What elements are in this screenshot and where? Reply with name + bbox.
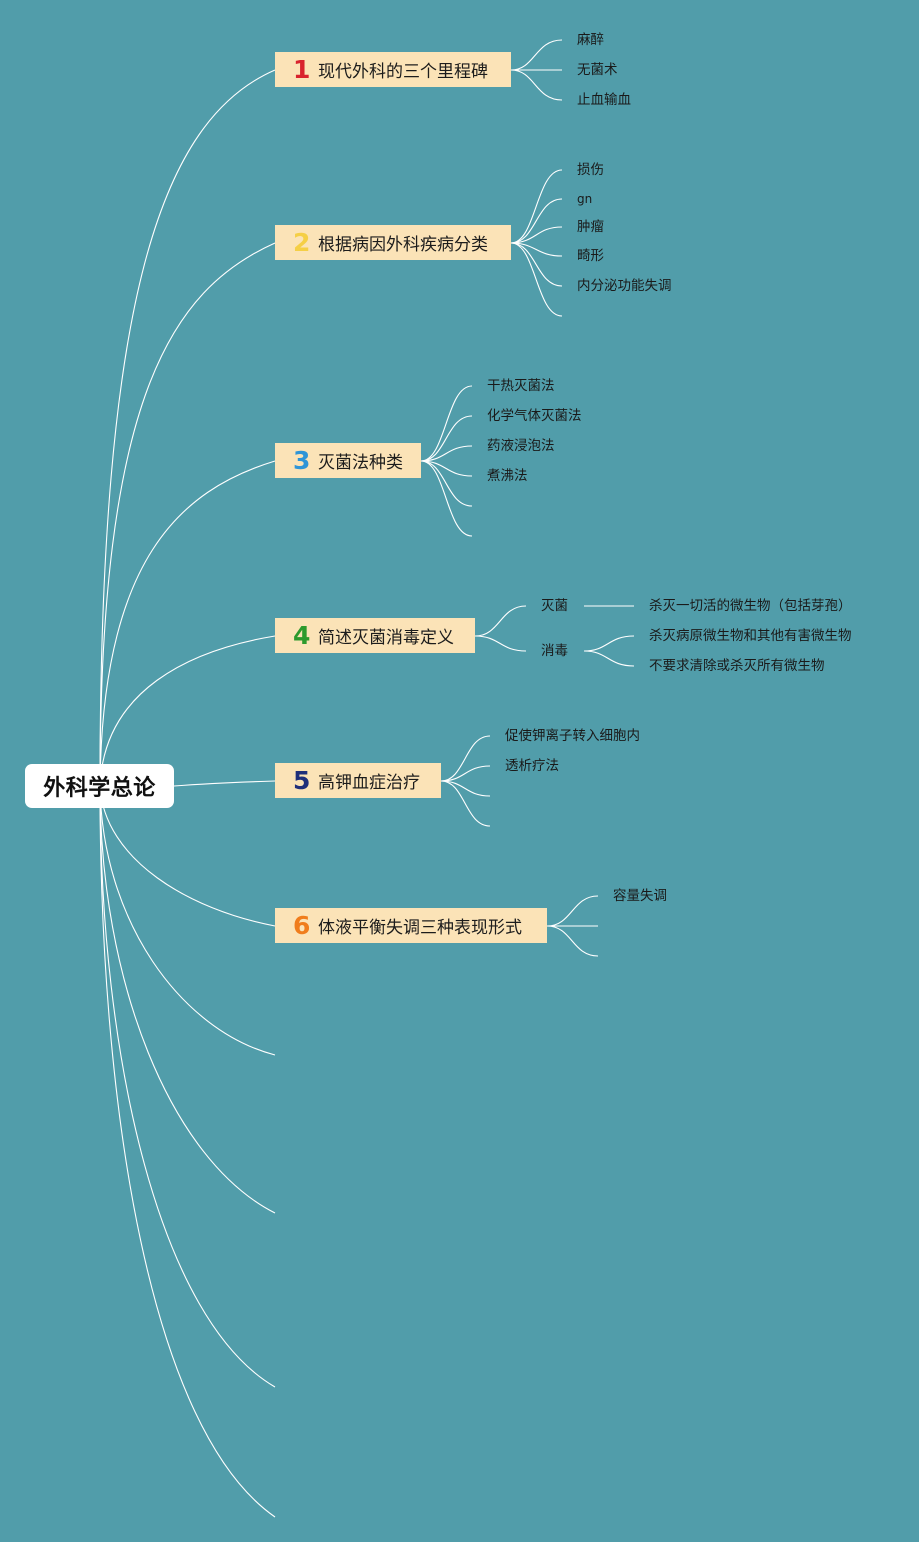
branch-label: 灭菌法种类 [318, 453, 403, 473]
connector-b6-c1 [546, 895, 599, 927]
subtopic-volume-imbalance[interactable]: 容量失调 [613, 888, 667, 904]
number-four-icon: 4 [293, 621, 311, 650]
connector-root-branch-3 [99, 460, 276, 787]
central-topic[interactable]: 外科学总论 [25, 764, 174, 808]
connector-b3-c5 [420, 460, 473, 507]
branch-label: 现代外科的三个里程碑 [318, 62, 488, 82]
subtopic-disinfection-definition-1[interactable]: 杀灭病原微生物和其他有害微生物 [649, 628, 852, 644]
connector-root-branch-5 [173, 780, 276, 787]
branch-label: 简述灭菌消毒定义 [318, 628, 454, 648]
connector-b5-c4 [440, 780, 491, 827]
branch-label: 体液平衡失调三种表现形式 [318, 918, 522, 938]
connector-root-empty-2 [99, 785, 276, 1214]
subtopic-asepsis[interactable]: 无菌术 [577, 62, 618, 78]
connector-b2-c5 [510, 242, 563, 287]
connector-b3-c3 [420, 445, 473, 462]
number-three-icon: 3 [293, 446, 311, 475]
branch-topic-5[interactable]: 5 高钾血症治疗 [275, 763, 441, 798]
connector-b1-c3 [510, 69, 563, 101]
connector-b2-c1 [510, 169, 563, 244]
connector-b4-c2-l2 [583, 650, 635, 667]
subtopic-hemostasis-transfusion[interactable]: 止血输血 [577, 92, 631, 108]
branch-topic-1[interactable]: 1 现代外科的三个里程碑 [275, 52, 511, 87]
number-five-icon: 5 [293, 766, 311, 795]
number-two-icon: 2 [293, 228, 311, 257]
connector-root-empty-3 [99, 785, 276, 1388]
connector-b4-c1 [474, 605, 527, 637]
subtopic-gn[interactable]: gn [577, 192, 593, 206]
branch-label: 根据病因外科疾病分类 [318, 235, 488, 255]
subtopic-injury[interactable]: 损伤 [577, 162, 604, 178]
connector-root-empty-1 [99, 785, 276, 1056]
connector-root-branch-2 [99, 242, 276, 787]
branch-topic-2[interactable]: 2 根据病因外科疾病分类 [275, 225, 511, 260]
number-six-icon: 6 [293, 911, 311, 940]
subtopic-liquid-immersion[interactable]: 药液浸泡法 [487, 438, 555, 454]
subtopic-disinfection-definition-2[interactable]: 不要求清除或杀灭所有微生物 [649, 658, 825, 674]
branch-topic-3[interactable]: 3 灭菌法种类 [275, 443, 421, 478]
subtopic-sterilization-definition[interactable]: 杀灭一切活的微生物（包括芽孢） [649, 598, 852, 614]
connector-root-branch-1 [99, 69, 276, 787]
connector-root-branch-6 [99, 785, 276, 927]
connector-b1-c1 [510, 39, 563, 71]
number-one-icon: 1 [293, 55, 311, 84]
connector-b5-c1 [440, 735, 491, 782]
subtopic-disinfection[interactable]: 消毒 [541, 643, 568, 659]
branch-topic-6[interactable]: 6 体液平衡失调三种表现形式 [275, 908, 547, 943]
connector-b3-c1 [420, 385, 473, 462]
connector-b5-c2 [440, 765, 491, 782]
subtopic-anesthesia[interactable]: 麻醉 [577, 32, 604, 48]
connector-b2-c3 [510, 226, 563, 244]
connector-b3-c2 [420, 415, 473, 462]
branch-label: 高钾血症治疗 [318, 773, 420, 793]
connector-b4-c2-l1 [583, 635, 635, 652]
connector-root-empty-4 [99, 785, 276, 1518]
connector-b2-c6 [510, 242, 563, 317]
subtopic-endocrine-dysfunction[interactable]: 内分泌功能失调 [577, 278, 672, 294]
connector-b4-c2 [474, 635, 527, 652]
subtopic-sterilization[interactable]: 灭菌 [541, 598, 568, 614]
connector-b2-c2 [510, 198, 563, 244]
connector-b3-c6 [420, 460, 473, 537]
subtopic-dialysis[interactable]: 透析疗法 [505, 758, 559, 774]
connector-b3-c4 [420, 460, 473, 477]
subtopic-dry-heat[interactable]: 干热灭菌法 [487, 378, 555, 394]
subtopic-potassium-shift[interactable]: 促使钾离子转入细胞内 [505, 728, 640, 744]
subtopic-chemical-gas[interactable]: 化学气体灭菌法 [487, 408, 582, 424]
subtopic-boiling[interactable]: 煮沸法 [487, 468, 528, 484]
branch-topic-4[interactable]: 4 简述灭菌消毒定义 [275, 618, 475, 653]
connector-b6-c3 [546, 925, 599, 957]
subtopic-deformity[interactable]: 畸形 [577, 248, 604, 264]
connector-root-branch-4 [99, 635, 276, 787]
subtopic-tumor[interactable]: 肿瘤 [577, 219, 604, 235]
